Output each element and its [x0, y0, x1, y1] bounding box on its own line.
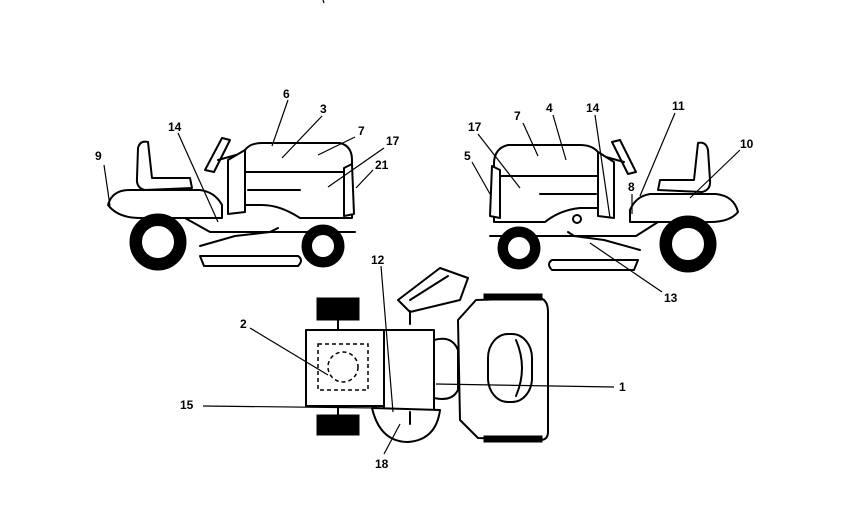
leader-right-17 [477, 133, 521, 189]
callout-right-7: 7 [514, 109, 521, 123]
leader-right-11 [639, 112, 676, 197]
callout-left-3: 3 [320, 102, 327, 116]
callout-right-17: 17 [468, 120, 482, 134]
callout-left-6: 6 [283, 87, 290, 101]
right-tractor-seat [657, 141, 712, 193]
right-tractor-mower-deck [548, 259, 639, 271]
top-view-callouts: 12 2 1 15 18 [180, 253, 626, 471]
right-tractor-illustration [489, 139, 739, 273]
left-tractor-steering-wheel [204, 137, 231, 173]
left-tractor-steering-column [217, 154, 237, 161]
callout-top-2: 2 [240, 317, 247, 331]
leader-left-6 [271, 99, 289, 147]
leader-top-12 [380, 265, 394, 413]
top-view-seat-circle [327, 351, 359, 383]
callout-left-14: 14 [168, 120, 182, 134]
top-view-illustration [305, 267, 549, 443]
leader-top-15 [202, 405, 379, 409]
top-view-chute-line [409, 275, 449, 301]
right-tractor-hood-side [493, 175, 599, 223]
leader-right-5 [471, 161, 491, 195]
left-tractor-rear-fender [107, 189, 223, 219]
left-tractor-grille [343, 163, 355, 217]
right-tractor-lever-knob [572, 214, 582, 224]
leader-left-9 [103, 164, 111, 207]
top-tick-mark [322, 0, 325, 4]
top-view-rear-tire-bottom [316, 414, 360, 436]
left-tractor-illustration [107, 137, 356, 271]
top-view-rear-tire-top [316, 297, 360, 321]
callout-right-10: 10 [740, 137, 754, 151]
left-tractor-hood-side [244, 171, 353, 219]
leader-right-14 [594, 114, 611, 219]
callout-right-14: 14 [586, 101, 600, 115]
leader-right-4 [552, 114, 567, 161]
right-tractor-deck-lift [567, 231, 641, 251]
left-tractor-deck-lift [199, 227, 279, 247]
callout-right-8: 8 [628, 180, 635, 194]
callout-left-9: 9 [95, 149, 102, 163]
callout-top-15: 15 [180, 398, 194, 412]
callout-right-4: 4 [546, 101, 553, 115]
top-view-deck-curve [371, 407, 441, 443]
callout-top-12: 12 [371, 253, 385, 267]
callout-left-17: 17 [386, 134, 400, 148]
leader-left-17 [327, 147, 385, 188]
right-tractor-front-rim [506, 235, 532, 261]
leader-right-10 [689, 149, 741, 199]
callout-left-7: 7 [358, 124, 365, 138]
right-tractor-grille [489, 165, 501, 219]
left-tractor-rear-rim [140, 224, 176, 260]
callout-right-11: 11 [672, 99, 685, 113]
left-tractor-frame [184, 217, 356, 233]
leader-top-1 [435, 383, 615, 388]
leader-left-7 [317, 136, 356, 156]
right-tractor-rear-rim [670, 226, 706, 262]
right-tractor-callouts: 17 7 4 14 11 10 5 8 13 [464, 99, 754, 305]
callout-right-13: 13 [664, 291, 678, 305]
callout-left-21: 21 [375, 158, 389, 172]
left-tractor-hood [244, 142, 353, 173]
left-tractor-seat [135, 140, 193, 191]
left-tractor-mower-deck [199, 255, 302, 267]
right-tractor-frame [489, 221, 659, 237]
top-view-steering-hub [433, 337, 459, 400]
left-tractor-callouts: 9 14 6 3 7 17 21 [95, 87, 400, 223]
right-tractor-hood [493, 144, 599, 177]
top-view-hood-oval-inner [515, 339, 523, 397]
callout-top-18: 18 [375, 457, 389, 471]
top-view-front-tire-top [483, 293, 543, 301]
leader-left-14 [177, 132, 219, 223]
left-tractor-dash [227, 149, 246, 215]
top-view-rear-fender [305, 329, 385, 407]
top-view-discharge-chute [397, 267, 469, 313]
leader-top-18 [383, 423, 401, 455]
top-view-seat-outline [317, 343, 369, 391]
callout-top-1: 1 [619, 380, 626, 394]
leader-left-21 [355, 169, 374, 189]
right-tractor-rear-fender [629, 193, 739, 223]
leader-left-3 [281, 115, 323, 159]
right-tractor-dash [597, 151, 615, 219]
top-view-front-tire-bottom [483, 435, 543, 443]
leader-top-2 [249, 327, 329, 376]
top-view-hood-oval [487, 333, 533, 403]
callout-right-5: 5 [464, 149, 471, 163]
leader-right-13 [589, 242, 663, 293]
right-tractor-steering-wheel [611, 139, 637, 175]
left-tractor-front-rim [310, 233, 336, 259]
leader-right-7 [522, 122, 539, 157]
